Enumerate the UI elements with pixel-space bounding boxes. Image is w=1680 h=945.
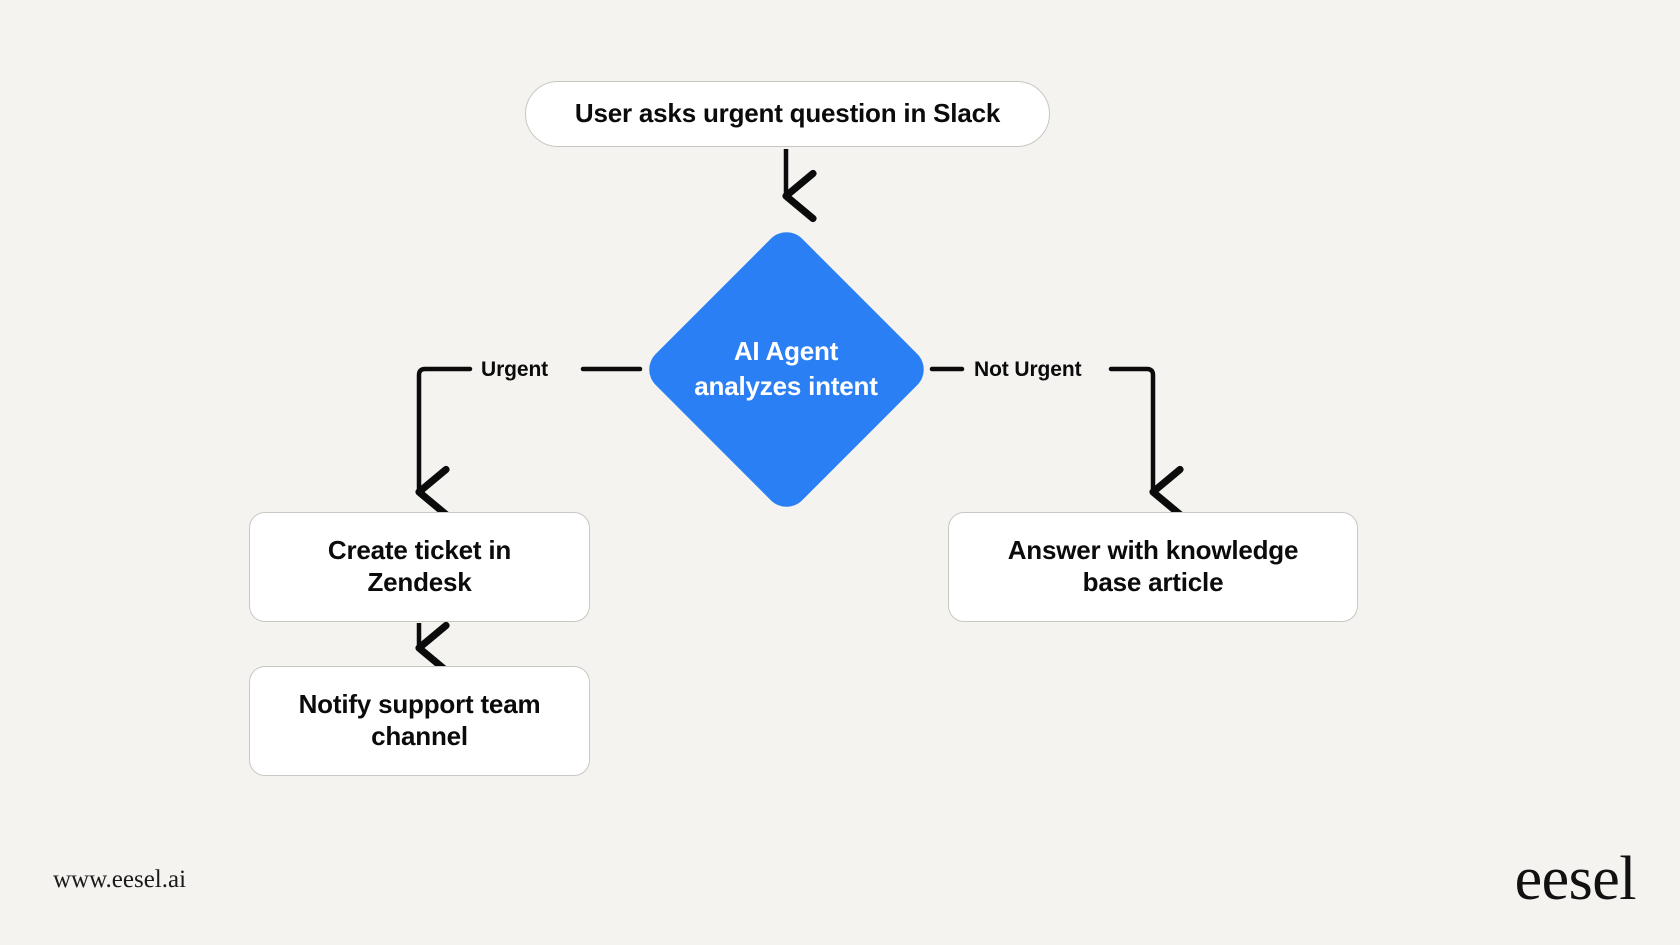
node-create-ticket-label: Create ticket in Zendesk (328, 535, 511, 598)
node-decision-label: AI Agent analyzes intent (694, 334, 878, 404)
eesel-logo: eesel (1514, 845, 1637, 913)
node-decision-label-line1: AI Agent (733, 335, 839, 366)
node-answer-knowledge-base-label-line2: base article (1082, 567, 1224, 597)
node-notify-support-label-line2: channel (371, 721, 468, 751)
node-notify-support[interactable]: Notify support team channel (249, 666, 590, 776)
edge-decision-to-ticket (415, 366, 643, 519)
edge-label-not-urgent: Not Urgent (974, 358, 1082, 381)
footer-url: www.eesel.ai (53, 866, 187, 893)
node-start[interactable]: User asks urgent question in Slack (525, 81, 1050, 147)
node-create-ticket[interactable]: Create ticket in Zendesk (249, 512, 590, 622)
node-notify-support-label: Notify support team channel (299, 689, 541, 752)
edge-decision-to-answer (929, 366, 1184, 519)
node-answer-knowledge-base-label: Answer with knowledge base article (1008, 535, 1299, 598)
node-answer-knowledge-base-label-line1: Answer with knowledge (1007, 535, 1299, 566)
node-create-ticket-label-line2: Zendesk (367, 567, 472, 597)
edge-label-urgent: Urgent (481, 358, 549, 381)
node-notify-support-label-line1: Notify support team (298, 689, 541, 720)
node-answer-knowledge-base[interactable]: Answer with knowledge base article (948, 512, 1358, 622)
node-start-label: User asks urgent question in Slack (574, 98, 1001, 129)
node-decision[interactable]: AI Agent analyzes intent (639, 222, 933, 516)
node-decision-label-line2: analyzes intent (694, 371, 878, 401)
node-create-ticket-label-line1: Create ticket in (327, 535, 512, 566)
